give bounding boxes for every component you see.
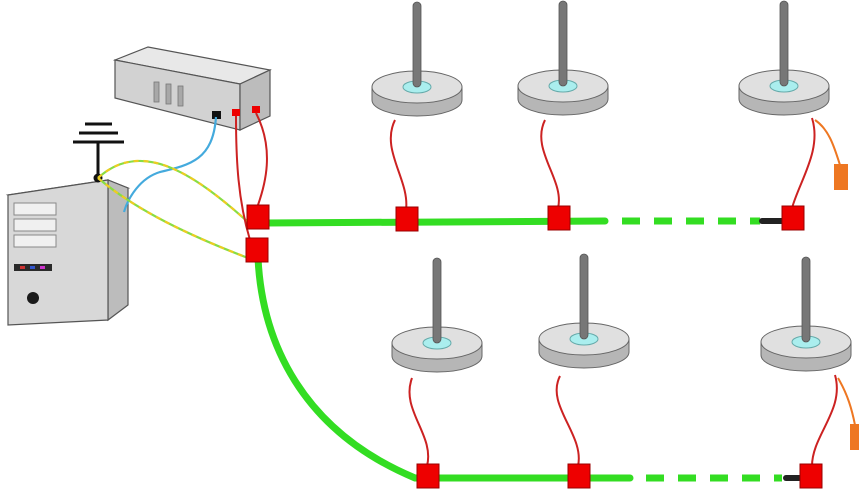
tap-box (416, 463, 440, 489)
drop-cable (791, 117, 816, 209)
bus-2-station-1 (391, 257, 483, 489)
bus-2 (254, 254, 811, 482)
interface-box-icon (112, 46, 272, 131)
ground-icon (73, 122, 124, 183)
bus-1-station-1 (371, 1, 463, 232)
drop-cable (540, 119, 560, 209)
ground-wire-upper-dash (97, 159, 249, 223)
bus-2-cable (254, 254, 634, 482)
ground-wire-lower-dash (97, 177, 249, 260)
data-cable (122, 116, 218, 213)
bus-2-station-2 (538, 253, 630, 489)
terminator-plug (834, 164, 848, 190)
junction-tap-2 (245, 237, 269, 263)
drop-cable (389, 119, 408, 211)
tap-box (395, 206, 419, 232)
drop-cable (811, 374, 838, 467)
power-line-2 (255, 112, 268, 206)
bus-1 (261, 217, 787, 227)
tap-box (547, 205, 571, 231)
terminator-plug (850, 424, 859, 450)
terminator-lead (814, 119, 841, 166)
tap-box (781, 205, 805, 231)
bus-2-station-3 (760, 256, 859, 489)
drop-cable (408, 377, 430, 467)
bus-1-station-2 (517, 0, 609, 231)
tap-box (799, 463, 823, 489)
terminator-lead (837, 377, 856, 426)
cabling (97, 112, 268, 260)
drop-cable (555, 375, 580, 467)
bus-1-station-3 (738, 0, 848, 231)
tap-box (567, 463, 591, 489)
computer-icon (5, 179, 131, 326)
junction-tap-1 (246, 204, 270, 230)
power-line-1 (235, 115, 251, 241)
